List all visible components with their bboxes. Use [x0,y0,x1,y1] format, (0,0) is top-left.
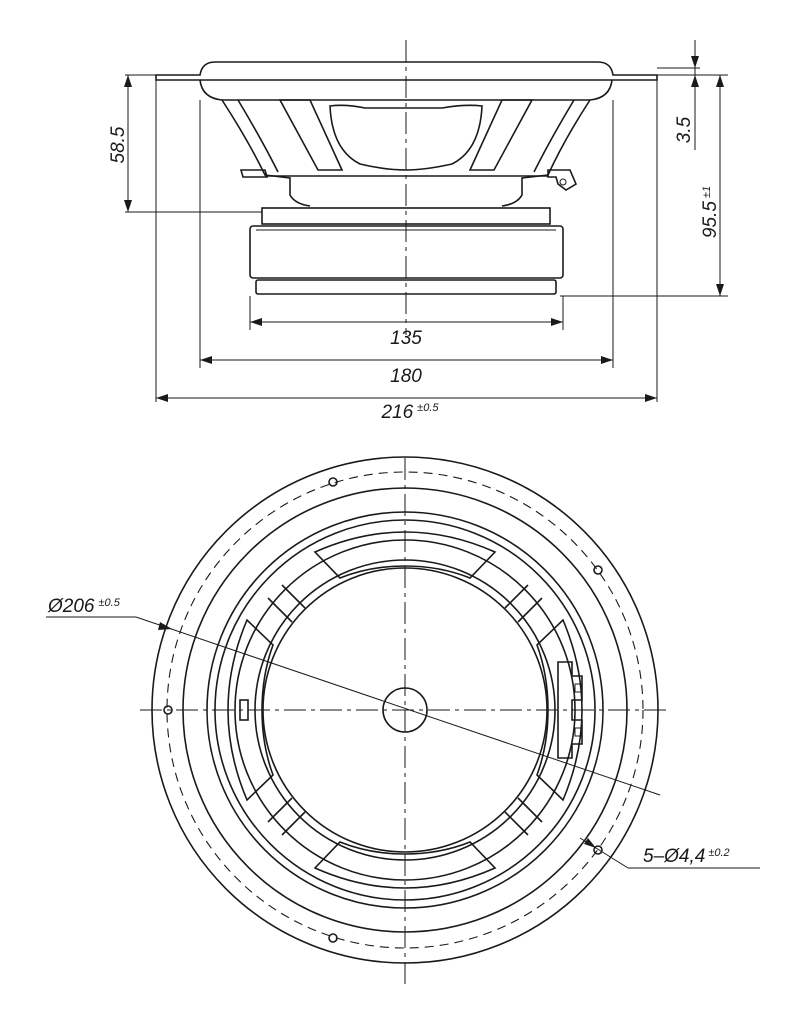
pole-vent [382,687,428,733]
surround-edge [199,79,613,101]
dim-206-tolerance: ±0.5 [98,597,120,609]
right-terminal [547,169,578,191]
back-plate [255,279,557,295]
dim-135-label: 135 [390,328,422,349]
basket-window-right [536,618,583,802]
dim-95-5-label: 95.5 [700,201,721,238]
left-terminal [239,169,269,178]
dim-holes-label: 5–Ø4,4 [643,846,705,867]
surround-inner [214,519,596,901]
basket-window-left [227,618,274,802]
basket-spoke-left [278,99,344,171]
basket-right-wall [501,99,591,207]
top-plate [261,207,551,225]
svg-text:95.5±1: 95.5 ±1 [700,186,721,238]
basket-window [329,104,483,171]
magnet [249,225,564,279]
dim-206-label: Ø206 [47,596,95,617]
terminal-block [557,661,583,759]
basket-window-top [313,531,497,579]
mounting-hole-circle [166,471,644,949]
basket-left-wall [221,99,311,207]
dim-3-5-label: 3.5 [674,116,695,143]
mounting-hole-3 [163,705,173,715]
dim-180-label: 180 [390,366,422,387]
svg-text:Ø206±0.5: Ø206±0.5 [47,596,121,617]
frame-flange [155,61,658,81]
basket-window-bottom [313,841,497,889]
basket-spoke-right [468,99,534,171]
mounting-hole-2 [593,565,603,575]
basket-right-inner [533,99,575,173]
basket-left-inner [237,99,279,173]
dim-95-5-tolerance: ±1 [701,186,713,198]
magnet-outer [254,559,556,861]
terminal-hole [559,178,567,186]
surround-outer [206,511,604,909]
front-view: Ø206±0.5 5–Ø4,4±0.2 [46,456,760,985]
magnet-inner [262,567,548,853]
left-tab [239,699,249,721]
dim-58-5-label: 58.5 [108,126,129,163]
mounting-hole-4 [593,845,603,855]
dim-216-tolerance: ±0.5 [417,402,439,414]
svg-text:216±0.5: 216 ±0.5 [380,402,439,423]
basket-ring [234,539,576,881]
mounting-hole-1 [328,477,338,487]
dim-216-label: 216 [380,402,413,423]
svg-text:5–Ø4,4±0.2: 5–Ø4,4±0.2 [643,846,730,867]
dim-206-leader [135,616,661,796]
frame-inner-ring [182,487,628,933]
frame-outer-ring [151,456,659,964]
side-view: 58.5 3.5 95.5 ±1 135 180 216 ±0.5 [108,40,728,423]
mounting-hole-5 [328,933,338,943]
dim-holes-tolerance: ±0.2 [708,847,729,859]
